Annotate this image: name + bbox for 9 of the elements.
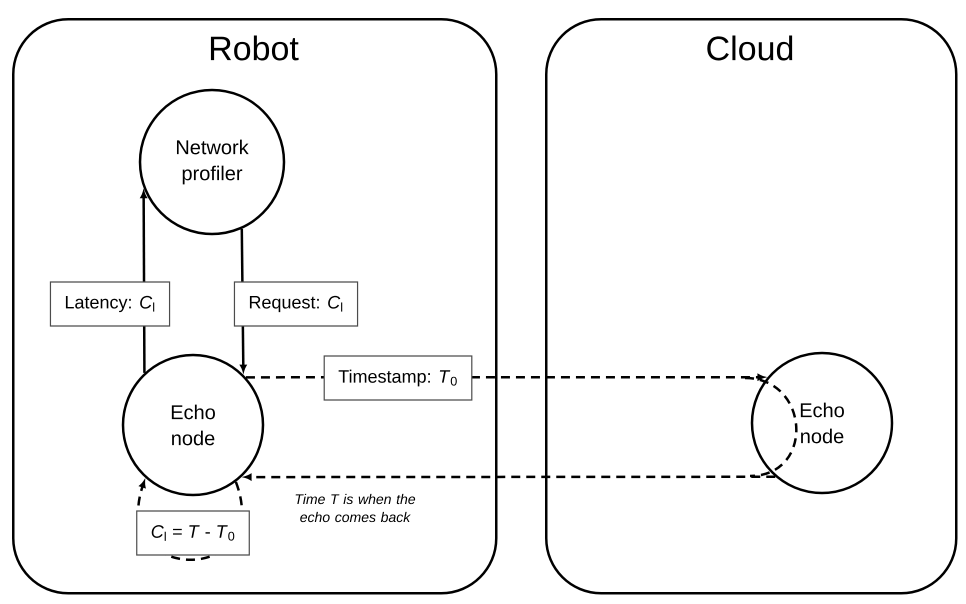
circle-node: Echo node [122, 354, 264, 496]
edge-label: Request: C$_{l}$ [234, 281, 358, 327]
edge-label: Timestamp: T$_{0}$ [324, 355, 472, 401]
edge-label: Latency: C$_{l}$ [50, 281, 170, 327]
circle-node: Network profiler [138, 88, 286, 236]
circle-node: Echo node [750, 352, 894, 494]
arrow [244, 474, 776, 480]
edge-label: C$_{l}$ = T - T$_{0}$ [136, 510, 250, 556]
note: Time T is when the echo comes back [296, 494, 416, 522]
